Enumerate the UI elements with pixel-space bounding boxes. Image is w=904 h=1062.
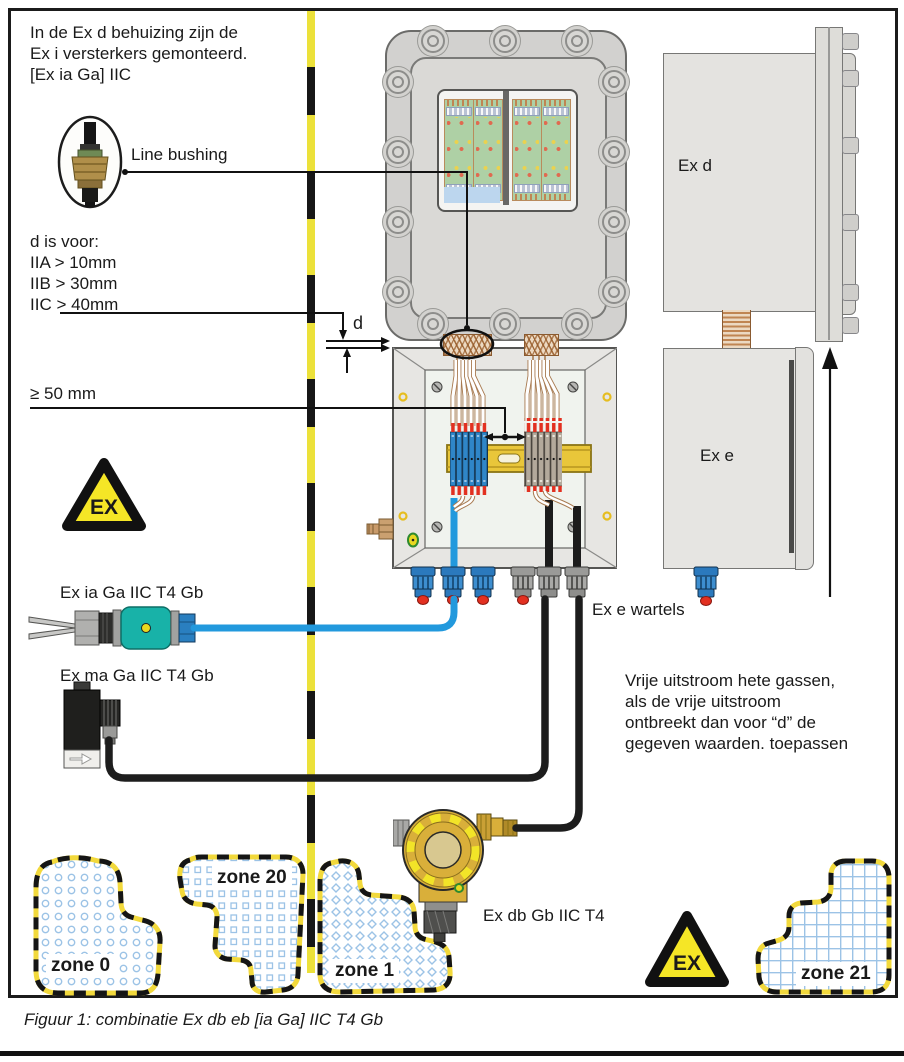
level-sensor-ex-ia: [28, 606, 196, 650]
cable-gland-blue: [410, 566, 436, 605]
figure-frame: [8, 8, 898, 998]
bolt: [602, 210, 626, 234]
amplifier-module: [512, 99, 542, 201]
cable-gland-gray: [564, 566, 590, 598]
warning-triangle-shape: [645, 911, 729, 987]
bolt: [386, 140, 410, 164]
flange-bolt: [842, 317, 859, 334]
flange-bolt: [842, 33, 859, 50]
ex-warning-triangle: EX: [60, 456, 148, 534]
ex-e-side-lid-edge: [795, 347, 814, 570]
block-tail-wires: [452, 490, 575, 513]
zone-20-area: [177, 854, 306, 995]
bolt: [386, 280, 410, 304]
line-bushing-photo: [57, 115, 123, 209]
ex-sign-text: EX: [89, 496, 118, 519]
line-bushing-bundle-side: [722, 310, 751, 350]
bolt: [421, 29, 445, 53]
ex-warning-triangle: EX: [643, 908, 731, 990]
bolt: [493, 29, 517, 53]
cable-gland-blue: [693, 566, 719, 606]
bolt: [602, 140, 626, 164]
transmitter-gland: [476, 813, 518, 841]
breather-drain-fitting: [366, 518, 394, 540]
sensor-label: Ex ia Ga IIC T4 Gb: [60, 583, 204, 602]
housing-note: In de Ex d behuizing zijn de Ex i verste…: [30, 23, 248, 84]
flange-bolt: [842, 214, 859, 231]
amplifier-module: [473, 99, 503, 201]
gap-spec-note: d is voor: IIA > 10mm IIB > 30mm IIC > 4…: [30, 232, 119, 314]
bolt: [602, 280, 626, 304]
page-rule: [0, 1051, 904, 1056]
bolt: [565, 29, 589, 53]
flange-bolt: [842, 137, 859, 154]
zone-20-label: zone 20: [212, 866, 292, 890]
ex-sign-text: EX: [672, 952, 701, 975]
panel-wires-right: [524, 360, 560, 421]
line-bushing-bundle: [443, 334, 492, 356]
bolt: [493, 312, 517, 336]
window-strip: [444, 187, 500, 203]
zone-21-area: [755, 858, 892, 995]
gap-dimension-label: d: [353, 313, 364, 333]
line-bushing-label: Line bushing: [131, 145, 228, 164]
amplifier-module: [541, 99, 571, 201]
terminal-block-intrinsic-safe: [450, 423, 488, 497]
flange-bolt: [842, 284, 859, 301]
ex-e-junction-box: [366, 340, 617, 605]
bolt: [602, 70, 626, 94]
flange-divider: [828, 27, 830, 340]
pressure-transmitter-ex-db: [393, 809, 518, 942]
figure-caption: Figuur 1: combinatie Ex db eb [ia Ga] II…: [24, 1010, 384, 1029]
cable-gland-gray: [536, 566, 562, 598]
frame-holes: [398, 392, 612, 521]
inspection-window: [437, 89, 578, 212]
bolt: [565, 312, 589, 336]
valve-label: Ex ma Ga IIC T4 Gb: [60, 666, 214, 685]
bolt: [386, 70, 410, 94]
line-bushing-bundle: [524, 334, 559, 356]
ex-e-side-seal-strip: [789, 360, 794, 553]
cable-gland-gray: [510, 566, 536, 605]
transmitter-label: Ex db Gb IIC T4: [483, 906, 605, 925]
zone-1-label: zone 1: [330, 959, 400, 983]
flange-bolt: [842, 70, 859, 87]
ex-d-side-lid-edge: [841, 53, 856, 315]
zone-0-label: zone 0: [46, 954, 116, 978]
glands-label: Ex e wartels: [592, 600, 685, 619]
mounting-rail: [503, 91, 509, 205]
solenoid-valve-ex-ma: [63, 681, 121, 769]
cable-gland-blue: [470, 566, 496, 605]
zone-boundary-line: [307, 11, 315, 973]
ex-e-side-label: Ex e: [700, 446, 735, 465]
ex-d-side-label: Ex d: [678, 156, 713, 175]
ex-d-enclosure-side: [663, 53, 817, 312]
warning-triangle-shape: [62, 458, 146, 531]
amplifier-module: [444, 99, 474, 201]
cable-gland-blue: [440, 566, 466, 605]
ground-terminal: [407, 532, 419, 548]
terminal-block-power: [524, 418, 562, 492]
bolt: [386, 210, 410, 234]
min-distance-label: ≥ 50 mm: [30, 384, 97, 403]
free-flow-note: Vrije uitstroom hete gassen, als de vrij…: [625, 671, 849, 753]
zone-21-label: zone 21: [796, 962, 876, 986]
